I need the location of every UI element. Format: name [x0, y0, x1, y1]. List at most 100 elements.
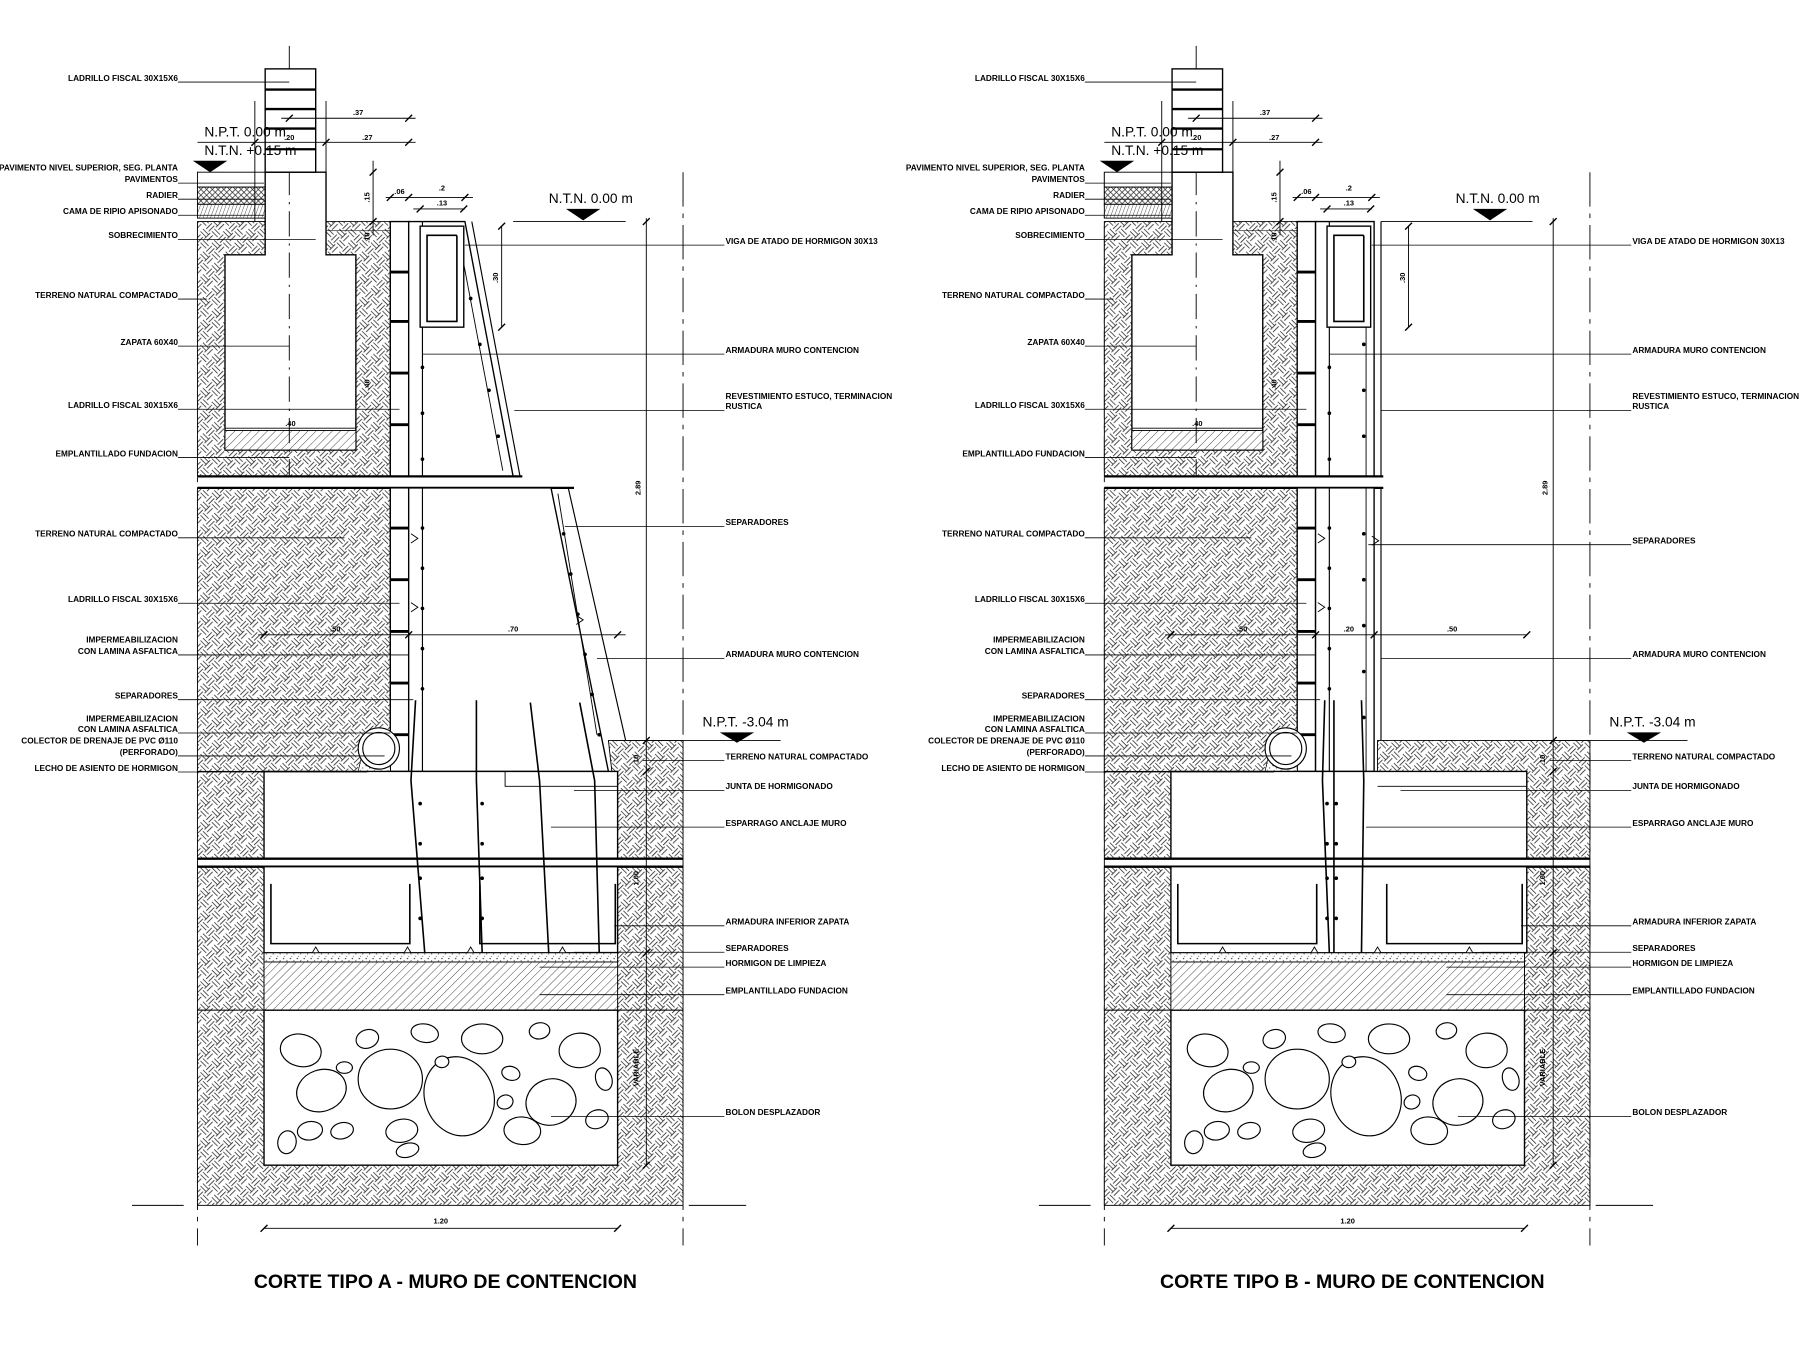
rebar-dot — [1325, 876, 1329, 881]
left-label: SOBRECIMIENTO — [1015, 231, 1085, 240]
boulder-icon — [1262, 1028, 1287, 1049]
rebar-dot — [420, 526, 425, 530]
dimension-tick — [1192, 114, 1201, 123]
rebar-dot — [1361, 577, 1366, 582]
dimension-tick — [1311, 193, 1320, 202]
brick-wall-lower — [1296, 487, 1317, 773]
soil-hatch-side — [1103, 866, 1172, 1011]
anchor-rebar — [1321, 700, 1331, 953]
left-label: LECHO DE ASIENTO DE HORMIGON — [34, 764, 178, 773]
right-label: ARMADURA INFERIOR ZAPATA — [1632, 918, 1756, 927]
rebar-dot — [420, 365, 425, 370]
dimension-tick — [1366, 204, 1375, 213]
left-label: TERRENO NATURAL COMPACTADO — [35, 291, 178, 300]
rebar-dot — [1361, 342, 1366, 347]
dimension-tick — [404, 630, 413, 639]
boulder-icon — [357, 1048, 424, 1110]
rebar-dot — [420, 457, 425, 462]
boulder-icon — [558, 1032, 601, 1069]
left-label: IMPERMEABILIZACION — [993, 714, 1085, 723]
rebar-dot — [418, 801, 422, 806]
left-label: (PERFORADO) — [120, 748, 178, 757]
rebar-dot — [1361, 669, 1366, 674]
spacer-icon — [410, 533, 419, 544]
left-label: TERRENO NATURAL COMPACTADO — [942, 291, 1085, 300]
level-ntn-right: N.T.N. 0.00 m — [1456, 191, 1540, 206]
dimension-0-40-horizontal: .40 — [1192, 419, 1202, 428]
bottom-rebar — [1177, 883, 1318, 945]
left-label: PAVIMENTO NIVEL SUPERIOR, SEG. PLANTA — [0, 163, 178, 172]
dimension-2-89: 2.89 — [1540, 481, 1549, 496]
boulder-icon — [1341, 1055, 1357, 1069]
dimension-1-00: 1.00 — [631, 871, 640, 886]
section-a: 2.89.101.00VARIABLE1.20.37.20.27.15.10.4… — [0, 45, 892, 1293]
right-label: ARMADURA MURO CONTENCION — [1632, 650, 1766, 659]
boulder-icon — [460, 1023, 504, 1055]
rebar-dot — [420, 411, 425, 416]
dimension-0-15: .15 — [363, 192, 372, 202]
dimension-tick — [1367, 193, 1376, 202]
left-label: EMPLANTILLADO FUNDACION — [56, 449, 178, 458]
rebar-dot — [1325, 801, 1329, 806]
boulder-icon — [594, 1067, 613, 1091]
rebar-dot — [418, 916, 422, 921]
boulder-icon — [1292, 1118, 1326, 1143]
dimension-0-40-vertical: .40 — [1270, 379, 1279, 389]
boulder-icon — [410, 1023, 439, 1044]
right-label: VIGA DE ATADO DE HORMIGON 30X13 — [1632, 237, 1785, 246]
left-label: PAVIMENTOS — [1032, 175, 1086, 184]
lean-concrete-layer — [263, 952, 619, 963]
dimension-tick — [1166, 1224, 1175, 1233]
rebar-dot — [1334, 916, 1339, 921]
rebar-dot — [1361, 623, 1366, 628]
dimension-0-10: .10 — [1538, 755, 1547, 765]
bottom-rebar — [1385, 883, 1523, 945]
rebar-dot — [1327, 606, 1332, 611]
rebar-dot — [576, 612, 580, 616]
left-label: RADIER — [146, 191, 178, 200]
spacer-icon — [576, 614, 584, 625]
boulder-icon — [1302, 1142, 1327, 1159]
dimension-tick — [1522, 630, 1531, 639]
level-marker-icon — [1626, 732, 1662, 743]
right-label: SEPARADORES — [726, 518, 790, 527]
dimension-tick — [642, 217, 651, 226]
stucco-line — [567, 487, 627, 741]
anchor-rebar — [1360, 700, 1365, 953]
right-label: HORMIGON DE LIMPIEZA — [1632, 959, 1733, 968]
boulder-icon — [528, 1022, 551, 1040]
right-label: ARMADURA MURO CONTENCION — [726, 346, 860, 355]
anchor-rebar — [529, 702, 550, 953]
dimension-0-40-vertical: .40 — [363, 379, 372, 389]
left-label: PAVIMENTO NIVEL SUPERIOR, SEG. PLANTA — [906, 163, 1085, 172]
rebar-dot — [478, 342, 482, 347]
dimension-variable: VARIABLE — [631, 1049, 640, 1087]
left-label: CAMA DE RIPIO APISONADO — [63, 207, 178, 216]
drain-pipe-inner — [1269, 731, 1303, 766]
boulder-icon — [1435, 1022, 1458, 1040]
rebar-dot — [1327, 646, 1332, 651]
dimension-0-30: .30 — [491, 273, 500, 283]
level-npt-top: N.P.T. 0.00 m — [204, 125, 286, 140]
dimension-tick — [404, 138, 413, 147]
level-npt-bottom: N.P.T. -3.04 m — [703, 715, 789, 730]
wall-footing — [263, 770, 619, 860]
rebar-dot — [418, 841, 422, 846]
boulder-icon — [330, 1121, 354, 1140]
soil-hatch-top — [325, 221, 391, 232]
dimension-0-50: .50 — [330, 624, 340, 633]
boulder-icon — [1465, 1032, 1508, 1069]
dimension-0-10: .10 — [631, 755, 640, 765]
rebar-dot — [561, 531, 566, 536]
wall-footing — [1170, 770, 1528, 860]
left-label: ZAPATA 60X40 — [1027, 338, 1085, 347]
rebar-dot — [420, 606, 425, 611]
boulder-icon — [395, 1142, 420, 1159]
soil-hatch-side — [1524, 866, 1591, 1011]
dimension-0-27: .27 — [1269, 133, 1279, 142]
right-label: JUNTA DE HORMIGONADO — [1632, 782, 1740, 791]
left-label: IMPERMEABILIZACION — [86, 714, 178, 723]
boulder-icon — [1492, 1109, 1516, 1130]
dimension-tick — [1549, 217, 1558, 226]
dimension-tick — [369, 168, 378, 177]
